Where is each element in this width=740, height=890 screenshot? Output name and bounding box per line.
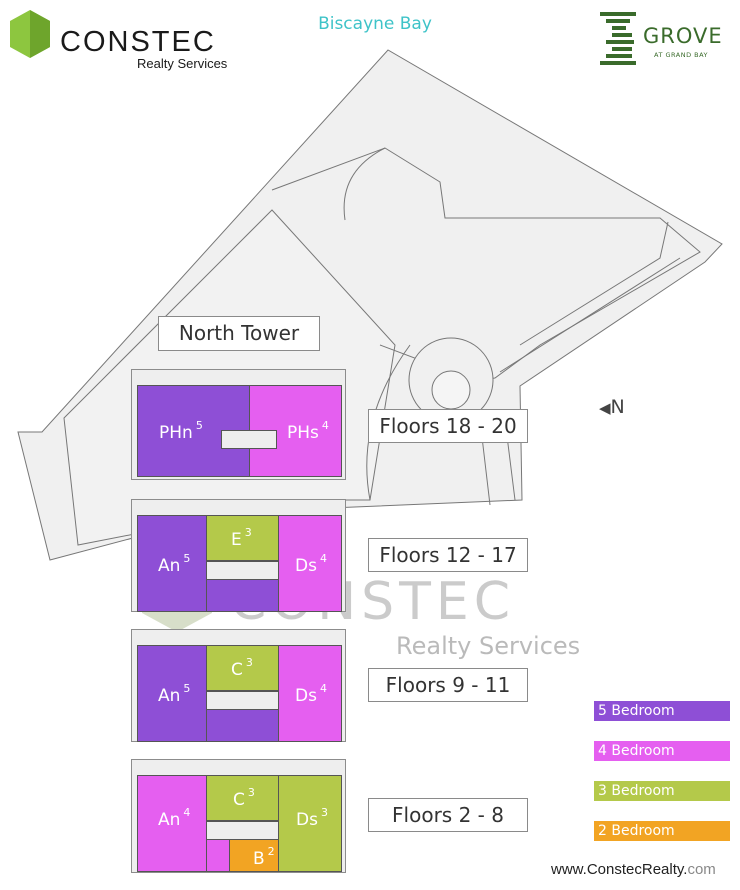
legend-3-bedroom: 3 Bedroom xyxy=(594,781,730,801)
north-label: N xyxy=(610,396,625,418)
core-corridor xyxy=(206,821,279,840)
north-tower-label: North Tower xyxy=(158,316,320,351)
grove-logo: GROVE AT GRAND BAY xyxy=(598,12,733,72)
constec-logo: CONSTEC Realty Services xyxy=(10,10,250,75)
unit-an-extension[interactable] xyxy=(206,839,230,872)
unit-an[interactable] xyxy=(137,775,207,872)
core-corridor xyxy=(221,430,277,449)
footer-url-main: www.ConstecRealty. xyxy=(551,861,688,878)
unit-c[interactable] xyxy=(206,775,279,821)
constec-logo-name: CONSTEC xyxy=(60,26,216,58)
unit-an[interactable] xyxy=(137,645,207,742)
north-arrow-icon: ◀ xyxy=(599,399,611,417)
unit-name: PHs xyxy=(287,423,319,443)
grove-logo-sub: AT GRAND BAY xyxy=(654,51,709,59)
unit-ds[interactable] xyxy=(278,645,342,742)
unit-bedrooms: 4 xyxy=(321,419,329,432)
unit-name: C xyxy=(231,660,243,680)
unit-c[interactable] xyxy=(206,645,279,691)
unit-bedrooms: 4 xyxy=(183,806,191,819)
driveway-line xyxy=(519,221,669,346)
unit-bedrooms: 2 xyxy=(267,845,275,858)
unit-bedrooms: 3 xyxy=(247,786,255,799)
unit-bedrooms: 5 xyxy=(195,419,203,432)
courtyard-arc xyxy=(343,147,386,221)
unit-name: Ds xyxy=(295,556,317,576)
unit-bedrooms: 5 xyxy=(183,682,191,695)
driveway-line-2 xyxy=(499,257,681,373)
unit-bedrooms: 3 xyxy=(245,656,253,669)
watermark-sub: Realty Services xyxy=(396,632,581,660)
unit-bedrooms: 4 xyxy=(319,682,327,695)
grove-logo-name: GROVE xyxy=(643,24,723,48)
unit-name: An xyxy=(158,556,181,576)
grove-emblem-icon xyxy=(600,12,636,65)
floor-label-9-11: Floors 9 - 11 xyxy=(368,668,528,702)
unit-name: PHn xyxy=(159,423,193,443)
unit-name: E xyxy=(231,530,242,550)
roundabout-inner xyxy=(431,370,471,410)
north-indicator: ◀N xyxy=(599,396,625,418)
unit-name: An xyxy=(158,686,181,706)
unit-name: Ds xyxy=(295,686,317,706)
unit-an-extension[interactable] xyxy=(206,709,279,742)
unit-bedrooms: 4 xyxy=(319,552,327,565)
floor-label-2-8: Floors 2 - 8 xyxy=(368,798,528,832)
unit-bedrooms: 5 xyxy=(183,552,191,565)
core-corridor xyxy=(206,561,279,580)
floor-label-18-20: Floors 18 - 20 xyxy=(368,409,528,443)
core-corridor xyxy=(206,691,279,710)
map-title: Biscayne Bay xyxy=(318,14,432,34)
legend-5-bedroom: 5 Bedroom xyxy=(594,701,730,721)
legend-2-bedroom: 2 Bedroom xyxy=(594,821,730,841)
unit-name: C xyxy=(233,790,245,810)
unit-bedrooms: 3 xyxy=(320,806,328,819)
footer-url-tld: com xyxy=(687,861,716,878)
unit-bedrooms: 3 xyxy=(244,526,252,539)
unit-an[interactable] xyxy=(137,515,207,612)
unit-an-extension[interactable] xyxy=(206,579,279,612)
floor-label-12-17: Floors 12 - 17 xyxy=(368,538,528,572)
legend-4-bedroom: 4 Bedroom xyxy=(594,741,730,761)
unit-e[interactable] xyxy=(206,515,279,561)
unit-name: An xyxy=(158,810,181,830)
unit-name: Ds xyxy=(296,810,318,830)
constec-hexagon-icon xyxy=(10,10,50,58)
constec-logo-sub: Realty Services xyxy=(137,56,228,71)
unit-name: B xyxy=(253,849,265,869)
footer-url[interactable]: www.ConstecRealty.com xyxy=(551,861,716,878)
